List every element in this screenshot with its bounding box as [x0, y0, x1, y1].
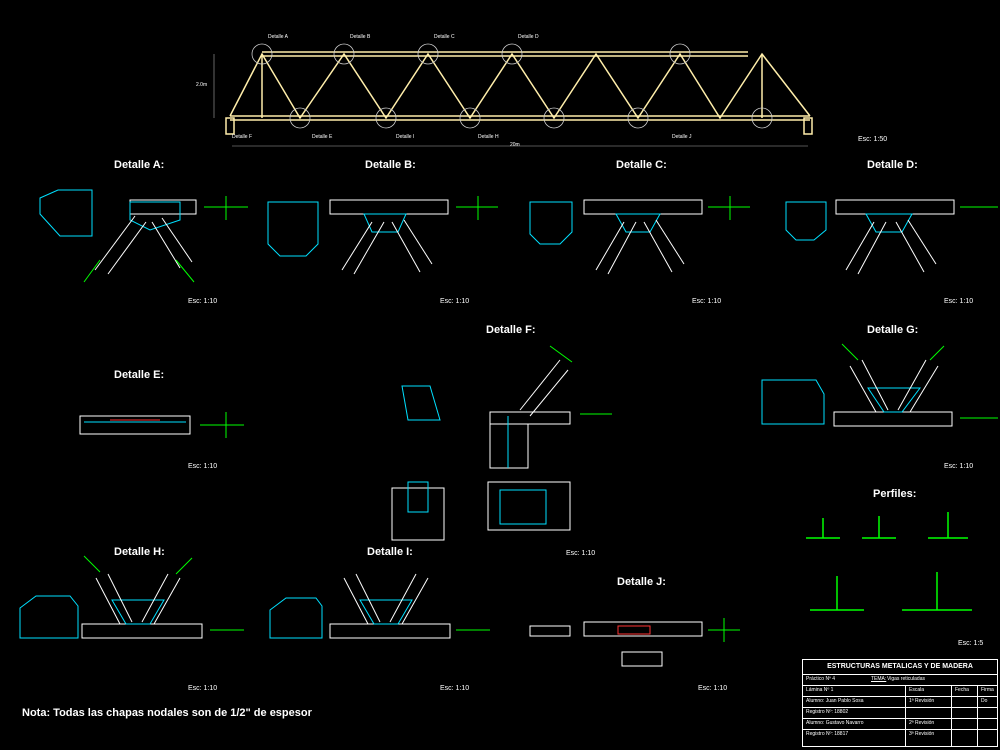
detail-i-scale: Esc: 1:10 [440, 685, 470, 692]
title-block-row-registro1: Registro Nº: 18802 [803, 707, 997, 719]
detail-i-drawing [269, 573, 490, 639]
detail-c-title: Detalle C: [616, 159, 667, 171]
truss-bottom-label-f: Detalle F [232, 134, 253, 140]
detail-j-scale: Esc: 1:10 [698, 685, 728, 692]
truss-bottom-label-i: Detalle I [396, 134, 415, 140]
detail-c-drawing [529, 196, 750, 275]
truss-top-label-a: Detalle A [268, 34, 289, 40]
escala-label: Escala [909, 687, 925, 693]
title-block: ESTRUCTURAS METALICAS Y DE MADERA Prácti… [802, 659, 998, 747]
detail-h-drawing [19, 555, 244, 639]
fecha-label: Fecha [955, 687, 969, 693]
perfiles-scale: Esc: 1:5 [958, 640, 984, 647]
detail-h-title: Detalle H: [114, 546, 165, 558]
detail-d-scale: Esc: 1:10 [944, 298, 974, 305]
detail-e-title: Detalle E: [114, 369, 165, 381]
detail-f-drawing [391, 345, 612, 541]
truss-elevation [225, 51, 813, 135]
registro1: Registro Nº: 18802 [806, 709, 849, 715]
tema-value: Vigas reticuladas [887, 676, 925, 682]
detail-e-drawing [79, 412, 244, 438]
lamina-label: Lámina Nº 1 [806, 687, 834, 693]
title-block-row-registro2: Registro Nº: 18817 3ª Revisión [803, 729, 997, 740]
practico-label: Práctico Nº 4 [806, 676, 836, 682]
truss-dimensions [213, 54, 808, 147]
detail-a-title: Detalle A: [114, 159, 165, 171]
truss-span-dim: 20m [510, 142, 520, 148]
truss-height-dim: 2.0m [196, 82, 208, 88]
detail-f-scale: Esc: 1:10 [566, 550, 596, 557]
detail-f-title: Detalle F: [486, 324, 536, 336]
alumno2: Alumno: Gustavo Navarro [806, 720, 864, 726]
detail-e-scale: Esc: 1:10 [188, 463, 218, 470]
detail-j-title: Detalle J: [617, 576, 666, 588]
detail-b-title: Detalle B: [365, 159, 416, 171]
truss-bottom-label-h: Detalle H [478, 134, 499, 140]
detail-g-scale: Esc: 1:10 [944, 463, 974, 470]
detail-j-drawing [529, 618, 740, 667]
detail-g-title: Detalle G: [867, 324, 919, 336]
title-block-row-practico: Práctico Nº 4 TEMA: Vigas reticuladas [803, 674, 997, 686]
title-block-row-alumno1: Alumno: Juan Pablo Sosa 1ª Revisión [803, 696, 997, 708]
alumno1: Alumno: Juan Pablo Sosa [806, 698, 864, 704]
detail-a-drawing [39, 189, 248, 283]
perfiles-title: Perfiles: [873, 488, 917, 500]
detail-h-scale: Esc: 1:10 [188, 685, 218, 692]
rev3: 3ª Revisión [909, 731, 935, 737]
firma-label: Firma Do [981, 687, 994, 704]
truss-top-label-c: Detalle C [434, 34, 455, 40]
detail-b-scale: Esc: 1:10 [440, 298, 470, 305]
truss-top-label-d: Detalle D [518, 34, 539, 40]
rev2: 2ª Revisión [909, 720, 935, 726]
registro2: Registro Nº: 18817 [806, 731, 849, 737]
truss-top-label-b: Detalle B [350, 34, 371, 40]
detail-d-drawing [785, 199, 998, 275]
truss-bottom-label-e: Detalle E [312, 134, 333, 140]
detail-a-scale: Esc: 1:10 [188, 298, 218, 305]
tema-label: TEMA: [871, 676, 887, 682]
thickness-note: Nota: Todas las chapas nodales son de 1/… [22, 707, 312, 719]
detail-b-drawing [267, 196, 498, 275]
truss-detail-circles [251, 43, 773, 129]
detail-g-drawing [761, 343, 998, 427]
detail-i-title: Detalle I: [367, 546, 413, 558]
truss-bottom-label-j: Detalle J [672, 134, 692, 140]
detail-c-scale: Esc: 1:10 [692, 298, 722, 305]
truss-scale: Esc: 1:50 [858, 136, 888, 143]
title-block-row-alumno2: Alumno: Gustavo Navarro 2ª Revisión [803, 718, 997, 730]
title-block-header: ESTRUCTURAS METALICAS Y DE MADERA [803, 660, 997, 675]
title-block-row-lamina: Lámina Nº 1 Escala Fecha Firma Do [803, 685, 997, 704]
detail-d-title: Detalle D: [867, 159, 918, 171]
perfiles-drawing [806, 512, 972, 611]
rev1: 1ª Revisión [909, 698, 935, 704]
